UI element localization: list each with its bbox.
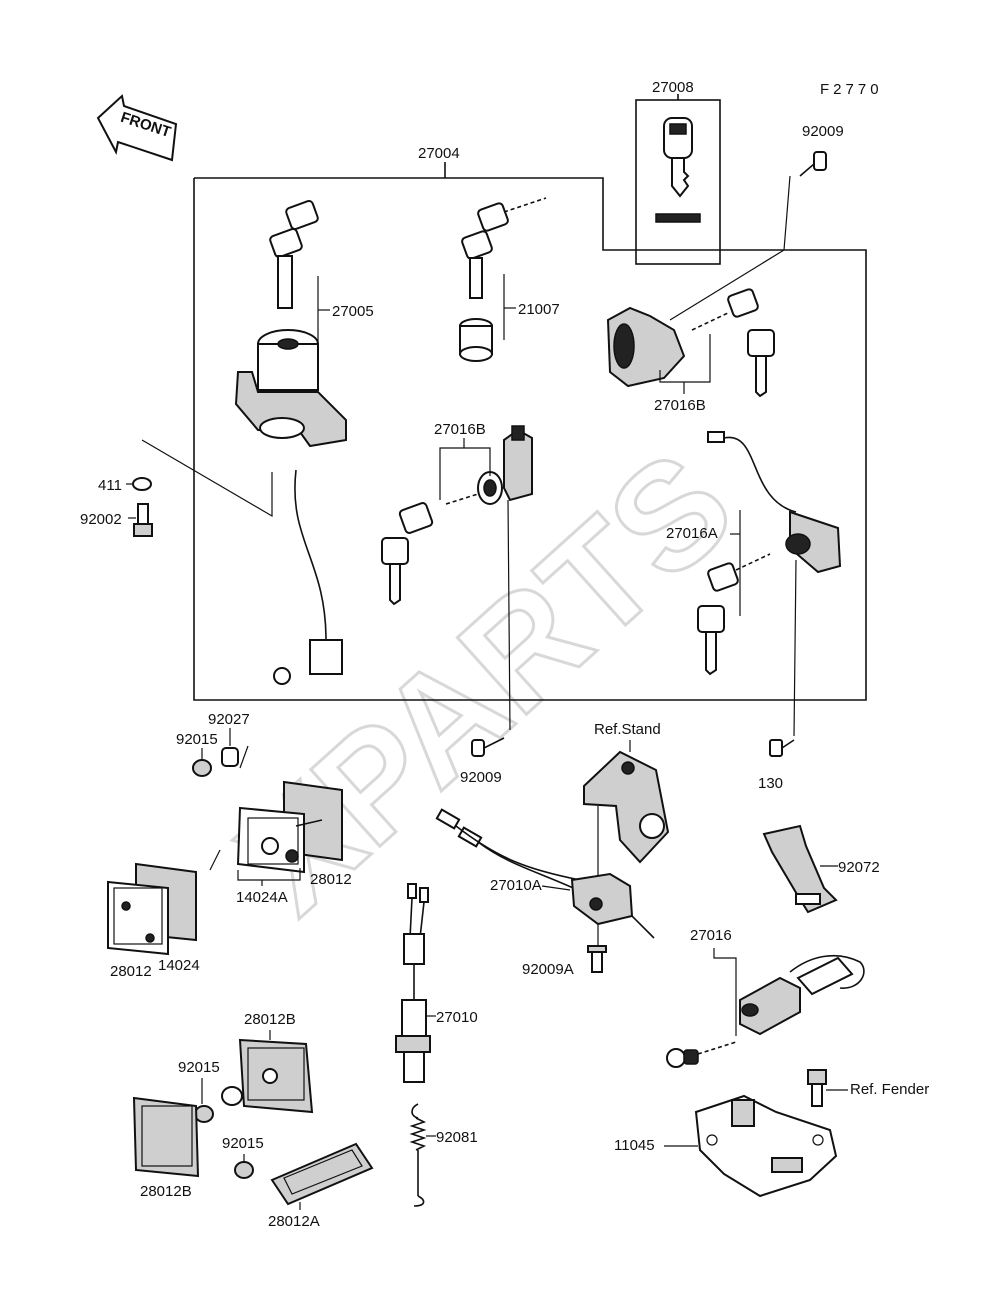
label-28012A: 28012A	[268, 1213, 320, 1230]
bolt-130-icon	[769, 739, 795, 757]
label-28012-b: 28012	[110, 963, 152, 980]
screw-92009A-icon	[587, 945, 607, 973]
stand-bracket-icon	[583, 750, 670, 864]
bolt-92002-icon	[133, 503, 153, 537]
label-92009A: 92009A	[522, 961, 574, 978]
spring-92081-icon	[409, 1103, 427, 1207]
clip-92072-icon	[762, 824, 838, 914]
label-92002: 92002	[80, 511, 122, 528]
nut-92015-c-icon	[234, 1161, 254, 1179]
label-92027: 92027	[208, 711, 250, 728]
collar-92027-icon	[221, 747, 239, 767]
ignition-switch-27005-icon	[234, 200, 347, 685]
front-arrow-icon: FRONT	[96, 94, 178, 162]
switch-harness-27010A-icon	[435, 808, 655, 939]
bolt-ref-fender-icon	[807, 1069, 827, 1107]
label-ref-fender: Ref. Fender	[850, 1081, 929, 1098]
label-21007: 21007	[518, 301, 560, 318]
label-92015-c: 92015	[222, 1135, 264, 1152]
label-27016B-right: 27016B	[654, 397, 706, 414]
label-14024: 14024	[158, 957, 200, 974]
label-130: 130	[758, 775, 783, 792]
leader-130-line	[793, 559, 797, 737]
grommet-icon	[221, 1086, 243, 1106]
label-14024A: 14024A	[236, 889, 288, 906]
key-27008-icon	[655, 117, 701, 223]
bracket-11045-icon	[694, 1094, 838, 1198]
leader-92009-top	[783, 175, 791, 251]
label-28012-a: 28012	[310, 871, 352, 888]
label-27010: 27010	[436, 1009, 478, 1026]
reflector-14024-icon	[107, 862, 197, 956]
lock-27016-icon	[666, 954, 865, 1068]
leader-92009-mid-line	[507, 499, 511, 731]
reflector-28012B-bot-icon	[132, 1096, 200, 1178]
leader-27016-bracket	[713, 948, 737, 1036]
label-92009-mid: 92009	[460, 769, 502, 786]
nut-92015-b-icon	[194, 1105, 214, 1123]
label-11045: 11045	[614, 1137, 655, 1154]
label-92015-b: 92015	[178, 1059, 220, 1076]
leader-seat-lock	[669, 249, 785, 321]
leader-27016B-right-bracket	[659, 334, 711, 383]
kit-27004-frame	[193, 177, 867, 701]
label-27004: 27004	[418, 145, 460, 162]
leader-14024A-tail	[209, 849, 221, 871]
label-28012B-bot: 28012B	[140, 1183, 192, 1200]
label-27010A: 27010A	[490, 877, 542, 894]
label-92081: 92081	[436, 1129, 478, 1146]
label-27016B-mid: 27016B	[434, 421, 486, 438]
label-92009-top: 92009	[802, 123, 844, 140]
leader-92027-tail	[239, 745, 249, 769]
reflector-28012A-icon	[270, 1142, 374, 1206]
label-92072: 92072	[838, 859, 880, 876]
label-92015-a: 92015	[176, 731, 218, 748]
nut-92015-a-icon	[192, 759, 212, 777]
label-28012B-top: 28012B	[244, 1011, 296, 1028]
leader-411-frame	[141, 439, 273, 518]
label-27005: 27005	[332, 303, 374, 320]
figure-code: F2770	[820, 81, 883, 98]
leader-27010A	[541, 885, 571, 891]
reflector-28012B-top-icon	[238, 1038, 314, 1114]
switch-27010-icon	[395, 883, 431, 1083]
lock-27016A-icon	[697, 431, 842, 676]
label-ref-stand: Ref.Stand	[594, 721, 661, 738]
leader-14024A-bracket	[237, 868, 301, 881]
lock-set-21007-icon	[459, 197, 547, 362]
label-27008: 27008	[652, 79, 694, 96]
leader-27016B-mid-bracket	[439, 447, 491, 500]
washer-411-icon	[132, 477, 152, 491]
reflector-14024A-icon	[236, 780, 343, 874]
screw-92009-top-icon	[799, 151, 827, 177]
label-27016: 27016	[690, 927, 732, 944]
label-411: 411	[98, 477, 122, 494]
seat-lock-27016B-icon	[606, 288, 775, 398]
screw-92009-mid-icon	[471, 737, 505, 757]
label-27016A: 27016A	[666, 525, 718, 542]
